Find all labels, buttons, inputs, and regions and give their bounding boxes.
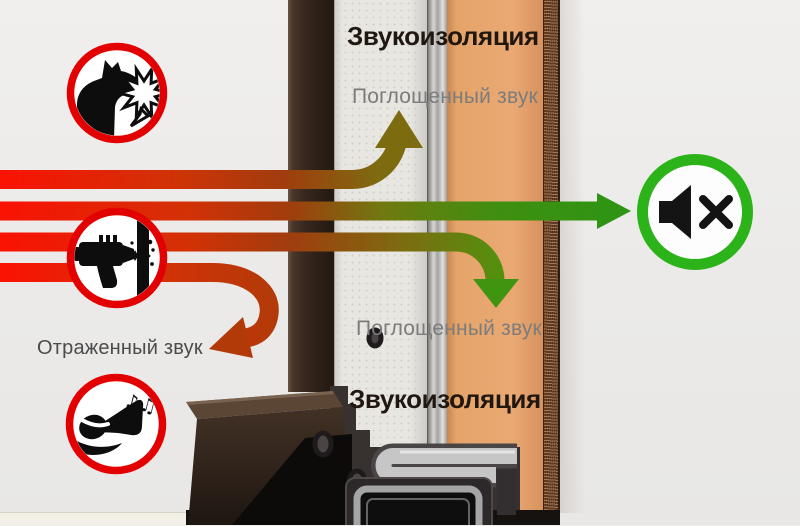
door-frame-profile-section xyxy=(186,327,560,525)
debris-dot xyxy=(150,262,154,266)
rubber-gasket-icon xyxy=(366,327,384,349)
muted-speaker-icon xyxy=(637,154,753,270)
bark-burst-icon xyxy=(113,63,160,123)
aluminum-seal-profile xyxy=(375,448,517,483)
bark-burst-tail xyxy=(129,105,151,128)
mute-cross xyxy=(699,195,733,229)
sleeve-swoosh xyxy=(73,438,122,455)
reflected-arrow xyxy=(0,263,279,358)
debris-dot xyxy=(151,248,155,252)
speaker-glyph xyxy=(659,185,691,239)
drill-handle xyxy=(97,266,118,288)
reflected-sound-label: Отраженный звук xyxy=(37,337,203,359)
steel-tube-inner-edge xyxy=(366,498,470,525)
hand-gap xyxy=(80,418,110,428)
absorbed-sound-label-bottom: Поглощенный звук xyxy=(356,317,542,340)
absorbed-arrow-down xyxy=(0,232,519,308)
drill-chuck xyxy=(123,245,134,263)
absorbed-sound-label-top: Поглощенный звук xyxy=(352,85,538,108)
soundproofing-label-top: Звукоизоляция xyxy=(347,21,539,51)
soundproofing-label-bottom: Звукоизоляция xyxy=(349,384,541,414)
door-leaf-top-highlight xyxy=(186,391,334,405)
drill-icon xyxy=(66,207,168,309)
drill-body xyxy=(79,242,123,266)
wall-steel-sheet-layer xyxy=(288,0,334,392)
debris-dot xyxy=(147,254,151,258)
door-leaf-top-face xyxy=(186,391,343,419)
barking-dog-icon xyxy=(66,42,168,144)
absorbed-arrow-up xyxy=(0,110,423,189)
wall-cast-shadow xyxy=(559,0,585,513)
debris-dot xyxy=(130,241,134,245)
wall-cork-edge-layer xyxy=(543,0,560,513)
loud-music-icon: ♪♫ xyxy=(65,373,167,475)
debris-dot xyxy=(147,239,153,245)
rubber-gasket-icon xyxy=(312,430,334,458)
drill-bit xyxy=(132,250,147,261)
floor-line xyxy=(0,512,196,526)
wall-mineral-fill-layer xyxy=(334,0,428,448)
